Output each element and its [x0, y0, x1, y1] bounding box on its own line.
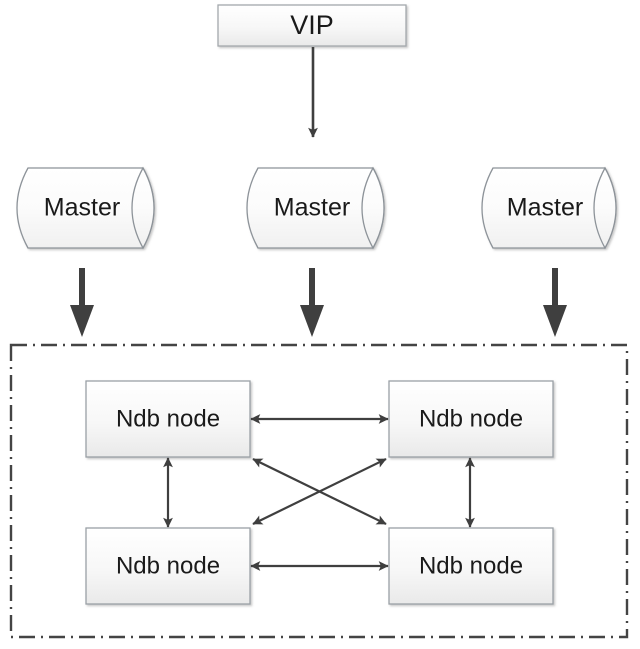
node-master-left[interactable]: Master	[16, 166, 155, 250]
master-center-label: Master	[274, 194, 350, 222]
node-vip[interactable]: VIP	[217, 4, 407, 47]
arrow-ndb-top-right-to-bottom-left	[252, 458, 387, 525]
master-left-label: Master	[44, 194, 120, 222]
node-ndb-top-right[interactable]: Ndb node	[388, 380, 554, 458]
node-ndb-bottom-right[interactable]: Ndb node	[388, 527, 554, 605]
arrow-master-center-to-cluster	[300, 268, 324, 337]
ndb-bottom-left-label: Ndb node	[116, 552, 220, 579]
master-right-label: Master	[507, 194, 583, 222]
ndb-bottom-right-box	[388, 527, 554, 605]
master-left-cap	[131, 166, 155, 250]
ndb-bottom-right-label: Ndb node	[419, 552, 523, 579]
ndb-cluster-boundary	[9, 343, 629, 639]
vip-box	[217, 4, 407, 47]
ndb-top-left-box	[85, 380, 251, 458]
master-center-cap	[361, 166, 385, 250]
node-ndb-top-left[interactable]: Ndb node	[85, 380, 251, 458]
arrow-master-left-to-cluster	[70, 268, 94, 337]
ndb-top-right-label: Ndb node	[419, 405, 523, 432]
node-master-right[interactable]: Master	[481, 166, 617, 250]
ndb-bottom-left-box	[85, 527, 251, 605]
node-ndb-bottom-left[interactable]: Ndb node	[85, 527, 251, 605]
ndb-top-right-box	[388, 380, 554, 458]
vip-label: VIP	[290, 10, 334, 40]
arrow-master-right-to-cluster	[543, 268, 567, 337]
node-master-center[interactable]: Master	[246, 166, 385, 250]
ndb-top-left-label: Ndb node	[116, 405, 220, 432]
master-right-cap	[593, 166, 617, 250]
